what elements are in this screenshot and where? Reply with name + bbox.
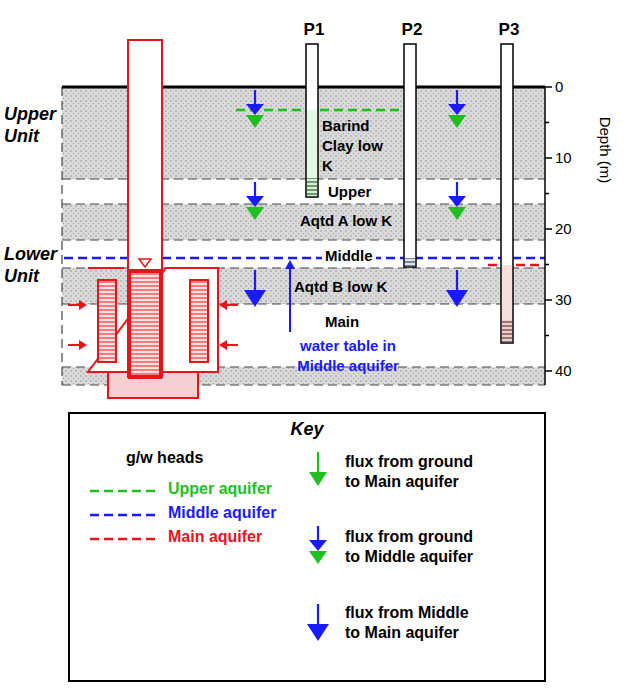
depth-axis (545, 87, 552, 385)
arrow-head (448, 196, 466, 207)
arrow-shaft (317, 526, 319, 542)
arrow-head (448, 207, 466, 220)
water-table-pointer (285, 260, 295, 332)
legend-text: Middle aquifer (168, 503, 276, 523)
label-slot: Depth (m) (596, 111, 614, 189)
arrow-shaft (254, 182, 256, 198)
axis-title: Depth (m) (596, 111, 614, 189)
layer-name: Upper (328, 183, 371, 201)
depth-value: 10 (555, 149, 572, 167)
label-slot: Aqtd A low K (300, 212, 392, 230)
label-slot: 0 (555, 78, 563, 96)
arrow-shaft (317, 452, 319, 474)
legend-slot: Middle aquifer (168, 503, 276, 523)
legend-text: flux from ground to Main aquifer (345, 452, 485, 492)
arrow-head (448, 104, 466, 115)
label-slot: Upper (328, 183, 371, 201)
depth-value: 30 (555, 291, 572, 309)
arrow-head (448, 115, 466, 128)
arrow-head (309, 540, 327, 551)
label-slot: water table in Middle aquifer (280, 336, 416, 376)
layer-name: Aqtd A low K (300, 212, 392, 230)
legend-text: Upper aquifer (168, 479, 272, 499)
arrow-shaft (456, 270, 458, 292)
legend-slot: Upper aquifer (168, 479, 272, 499)
label-slot: Middle (322, 247, 376, 265)
label-slot: 30 (555, 291, 572, 309)
label-slot: 10 (555, 149, 572, 167)
layer-name: Barind Clay low K (322, 116, 386, 176)
label-slot: g/w heads (126, 448, 203, 467)
label-slot: P3 (492, 20, 526, 40)
layer-name: Middle (322, 247, 376, 265)
layer-name: Main (325, 313, 359, 331)
legend-slot: flux from Middle to Main aquifer (345, 603, 485, 643)
arrow-shaft (317, 604, 319, 626)
arrow-head (246, 115, 264, 128)
key-box: Key (68, 412, 546, 682)
arrow-head (446, 290, 468, 307)
arrow-head (246, 207, 264, 220)
label-slot: Main (325, 313, 359, 331)
legend-heading: g/w heads (126, 448, 203, 467)
label-slot: Upper Unit (4, 104, 62, 147)
legend-line (90, 538, 160, 541)
label-slot: 20 (555, 220, 572, 238)
key-title: Key (70, 419, 544, 441)
legend-slot: flux from ground to Main aquifer (345, 452, 485, 492)
arrow-shaft (254, 90, 256, 106)
unit-name: Lower Unit (4, 244, 62, 287)
legend-slot: Main aquifer (168, 527, 262, 547)
legend-text: flux from ground to Middle aquifer (345, 527, 485, 567)
legend-text: Main aquifer (168, 527, 262, 547)
arrow-head (246, 104, 264, 115)
depth-value: 40 (555, 362, 572, 380)
well-name: P3 (492, 20, 526, 40)
layer-name: Aqtd B low K (294, 278, 387, 296)
depth-value: 20 (555, 220, 572, 238)
arrow-head (309, 551, 327, 564)
arrow-head (244, 290, 266, 307)
label-slot: 40 (555, 362, 572, 380)
label-slot: P1 (297, 20, 331, 40)
arrow-shaft (456, 90, 458, 106)
arrow-head (309, 472, 327, 486)
legend-slot: flux from ground to Middle aquifer (345, 527, 485, 567)
well-name: P1 (297, 20, 331, 40)
legend-line (90, 490, 160, 493)
unit-name: Upper Unit (4, 104, 62, 147)
depth-value: 0 (555, 78, 563, 96)
well-name: P2 (395, 20, 429, 40)
arrow-head (307, 624, 329, 641)
callout-note: water table in Middle aquifer (280, 336, 416, 376)
legend-line (90, 514, 160, 517)
piezometers (306, 44, 513, 343)
label-slot: Aqtd B low K (294, 278, 387, 296)
pumping-well (68, 40, 238, 398)
arrow-shaft (456, 182, 458, 198)
label-slot: Barind Clay low K (322, 116, 386, 176)
arrow-head (246, 196, 264, 207)
arrow-shaft (254, 270, 256, 292)
label-slot: Lower Unit (4, 244, 62, 287)
label-slot: P2 (395, 20, 429, 40)
legend-text: flux from Middle to Main aquifer (345, 603, 485, 643)
